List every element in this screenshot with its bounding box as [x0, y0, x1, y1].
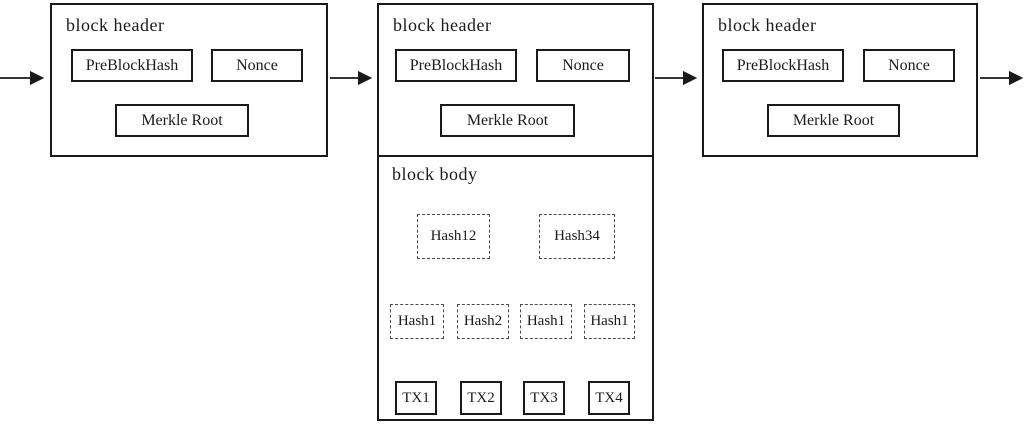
preblockhash-field: PreBlockHash: [722, 49, 844, 82]
merkle-root-field: Merkle Root: [115, 104, 249, 137]
merkle-root-field: Merkle Root: [767, 104, 900, 137]
header-body-divider: [379, 155, 652, 157]
tx-node-3: TX3: [523, 381, 565, 415]
tx-node-4: TX4: [588, 381, 630, 415]
hash-leaf-node-2: Hash2: [457, 304, 509, 339]
block-header-label: block header: [66, 15, 165, 35]
nonce-field: Nonce: [211, 49, 303, 82]
nonce-field: Nonce: [536, 49, 630, 82]
hash-leaf-node-4: Hash1: [584, 304, 635, 339]
hash12-node: Hash12: [417, 214, 490, 259]
tx-node-2: TX2: [460, 381, 502, 415]
block-right: block header PreBlockHash Nonce Merkle R…: [702, 3, 978, 157]
block-left: block header PreBlockHash Nonce Merkle R…: [50, 3, 328, 157]
hash34-node: Hash34: [539, 214, 615, 259]
preblockhash-field: PreBlockHash: [395, 49, 517, 82]
merkle-root-field: Merkle Root: [440, 104, 575, 137]
hash-leaf-node-3: Hash1: [520, 304, 572, 339]
block-middle: block header PreBlockHash Nonce Merkle R…: [377, 3, 654, 421]
tx-node-1: TX1: [395, 381, 437, 415]
block-body-label: block body: [392, 164, 478, 184]
block-header-label: block header: [393, 15, 492, 35]
block-header-label: block header: [718, 15, 817, 35]
hash-leaf-node-1: Hash1: [390, 304, 444, 339]
preblockhash-field: PreBlockHash: [71, 49, 193, 82]
nonce-field: Nonce: [863, 49, 955, 82]
